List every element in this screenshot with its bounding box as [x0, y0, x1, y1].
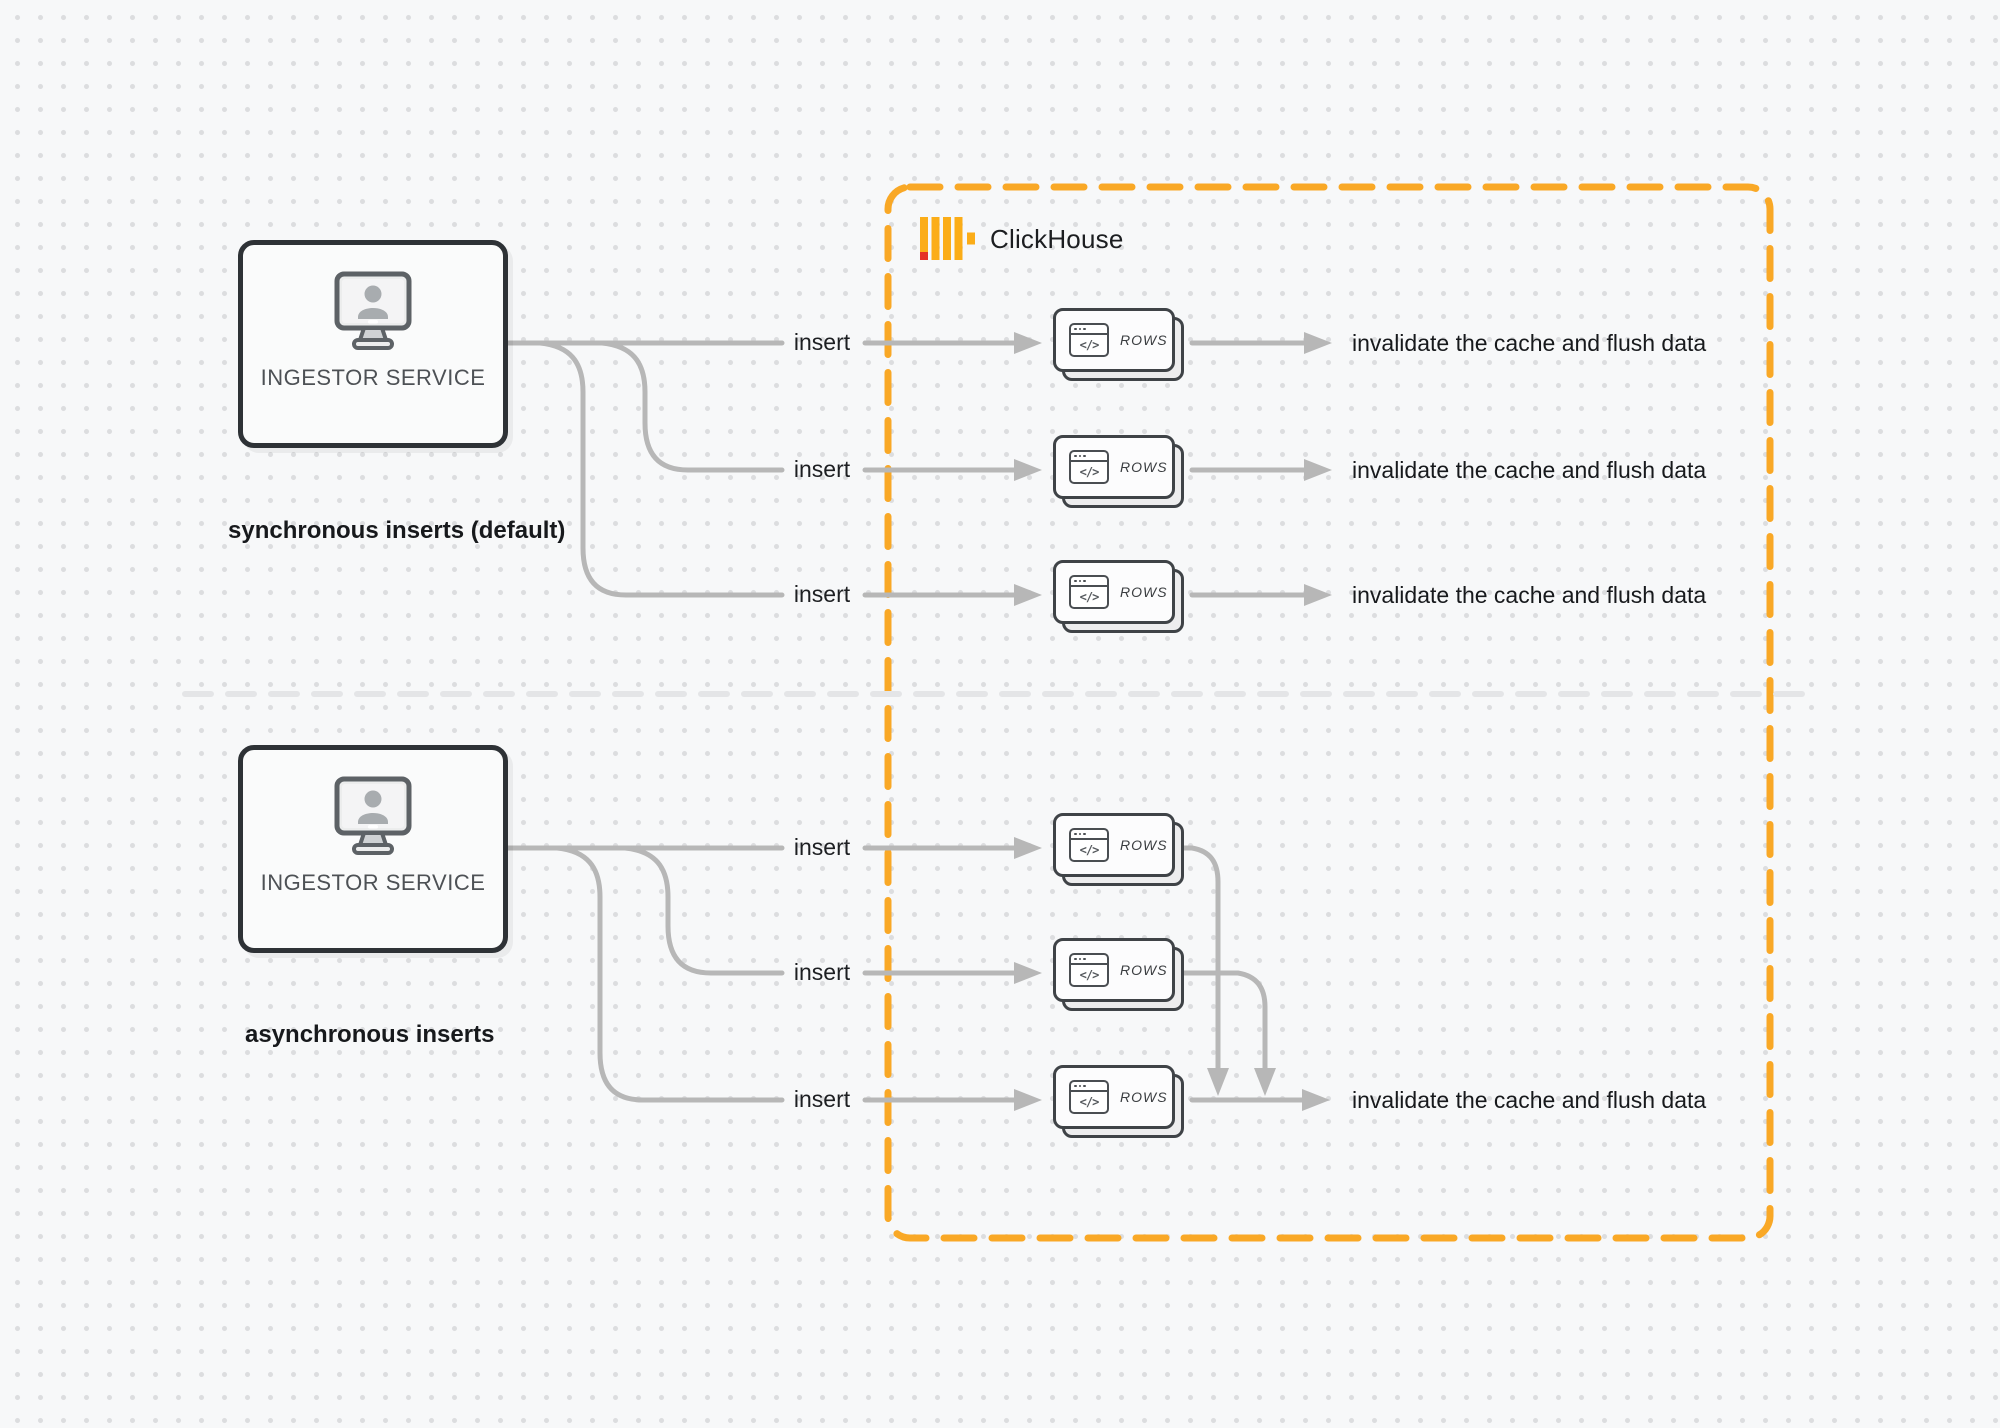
sync-insert-arrowhead-2 — [1014, 459, 1042, 481]
invalidate-label-sync-2: invalidate the cache and flush data — [1352, 457, 1707, 483]
insert-label-async-3: insert — [793, 1086, 851, 1112]
rows-label: ROWS — [1120, 332, 1168, 348]
sync-out-arrowhead-2 — [1304, 459, 1332, 481]
async-merge-wire-1 — [1180, 845, 1221, 1071]
ingestor-service-label: INGESTOR SERVICE — [260, 870, 486, 895]
invalidate-label-sync-1: invalidate the cache and flush data — [1352, 330, 1707, 356]
clickhouse-logo-row: ClickHouse — [920, 215, 1124, 263]
rows-card-front: </> ROWS — [1053, 435, 1175, 499]
code-window-icon: </> — [1069, 450, 1109, 484]
async-merge-arrowhead-1 — [1207, 1068, 1229, 1096]
async-section-title: asynchronous inserts — [245, 1021, 495, 1048]
insert-label-async-2: insert — [793, 959, 851, 985]
rows-card-sync-1: </> ROWS — [1053, 308, 1187, 388]
rows-label: ROWS — [1120, 837, 1168, 853]
clickhouse-label: ClickHouse — [990, 223, 1124, 254]
sync-out-arrowhead-1 — [1304, 332, 1332, 354]
invalidate-label-async: invalidate the cache and flush data — [1352, 1087, 1707, 1113]
sync-out-arrowhead-3 — [1304, 584, 1332, 606]
rows-card-async-2: </> ROWS — [1053, 938, 1187, 1018]
insert-label-async-1: insert — [793, 834, 851, 860]
invalidate-label-sync-3: invalidate the cache and flush data — [1352, 582, 1707, 608]
rows-card-sync-2: </> ROWS — [1053, 435, 1187, 515]
code-window-icon: </> — [1069, 953, 1109, 987]
rows-card-async-3: </> ROWS — [1053, 1065, 1187, 1145]
sync-insert-arrowhead-1 — [1014, 332, 1042, 354]
sync-wire-branch-bottom — [537, 340, 785, 598]
ingestor-service-box-sync: INGESTOR SERVICE — [238, 240, 508, 448]
code-window-icon: </> — [1069, 575, 1109, 609]
async-wire-branch-bottom — [554, 845, 785, 1103]
async-merge-arrowhead-2 — [1254, 1068, 1276, 1096]
sync-wire-branch-middle — [599, 340, 785, 473]
rows-card-async-1: </> ROWS — [1053, 813, 1187, 893]
async-out-arrowhead — [1302, 1089, 1330, 1111]
async-insert-arrowhead-2 — [1014, 962, 1042, 984]
rows-card-front: </> ROWS — [1053, 813, 1175, 877]
ingestor-service-label: INGESTOR SERVICE — [260, 365, 486, 390]
rows-label: ROWS — [1120, 962, 1168, 978]
rows-label: ROWS — [1120, 584, 1168, 600]
rows-card-front: </> ROWS — [1053, 308, 1175, 372]
clickhouse-logo-icon — [920, 217, 975, 260]
clickhouse-boundary-box — [884, 183, 1774, 1242]
monitor-user-icon — [334, 271, 412, 350]
insert-label-sync-2: insert — [793, 456, 851, 482]
rows-card-front: </> ROWS — [1053, 1065, 1175, 1129]
code-window-icon: </> — [1069, 828, 1109, 862]
ingestor-service-box-async: INGESTOR SERVICE — [238, 745, 508, 953]
monitor-user-icon — [334, 776, 412, 855]
insert-label-sync-3: insert — [793, 581, 851, 607]
async-insert-arrowhead-1 — [1014, 837, 1042, 859]
rows-label: ROWS — [1120, 1089, 1168, 1105]
rows-card-front: </> ROWS — [1053, 560, 1175, 624]
async-merge-wire-2 — [1180, 970, 1268, 1071]
code-window-icon: </> — [1069, 323, 1109, 357]
insert-label-sync-1: insert — [793, 329, 851, 355]
rows-label: ROWS — [1120, 459, 1168, 475]
async-wire-branch-middle — [622, 845, 785, 976]
sync-insert-arrowhead-3 — [1014, 584, 1042, 606]
rows-card-front: </> ROWS — [1053, 938, 1175, 1002]
code-window-icon: </> — [1069, 1080, 1109, 1114]
sync-section-title: synchronous inserts (default) — [228, 517, 566, 544]
rows-card-sync-3: </> ROWS — [1053, 560, 1187, 640]
async-insert-arrowhead-3 — [1014, 1089, 1042, 1111]
